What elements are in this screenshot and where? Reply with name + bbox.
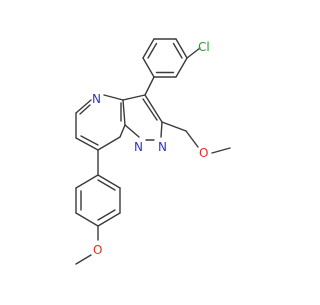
c-cl-bond [186,47,201,59]
methoxyphenyl-ring [75,174,121,227]
n2-label: N [158,140,167,154]
n1-label: N [134,140,143,154]
para-methoxy [75,225,99,265]
molecule-svg: Cl N N N O O [75,38,231,265]
structure-diagram: Cl N N N O O [75,38,231,265]
phenyl-oxygen-label: O [93,243,102,257]
chlorophenyl-ring [142,38,188,78]
chlorine-label: Cl [198,40,210,54]
pyrimidine-ring [75,94,126,151]
side-chain-oxygen-label: O [199,146,208,160]
n4-label: N [92,92,101,106]
pyrazole-ring [122,94,163,138]
methoxymethyl-chain [161,121,231,154]
phenyl-pyrazole-bond [144,76,155,96]
